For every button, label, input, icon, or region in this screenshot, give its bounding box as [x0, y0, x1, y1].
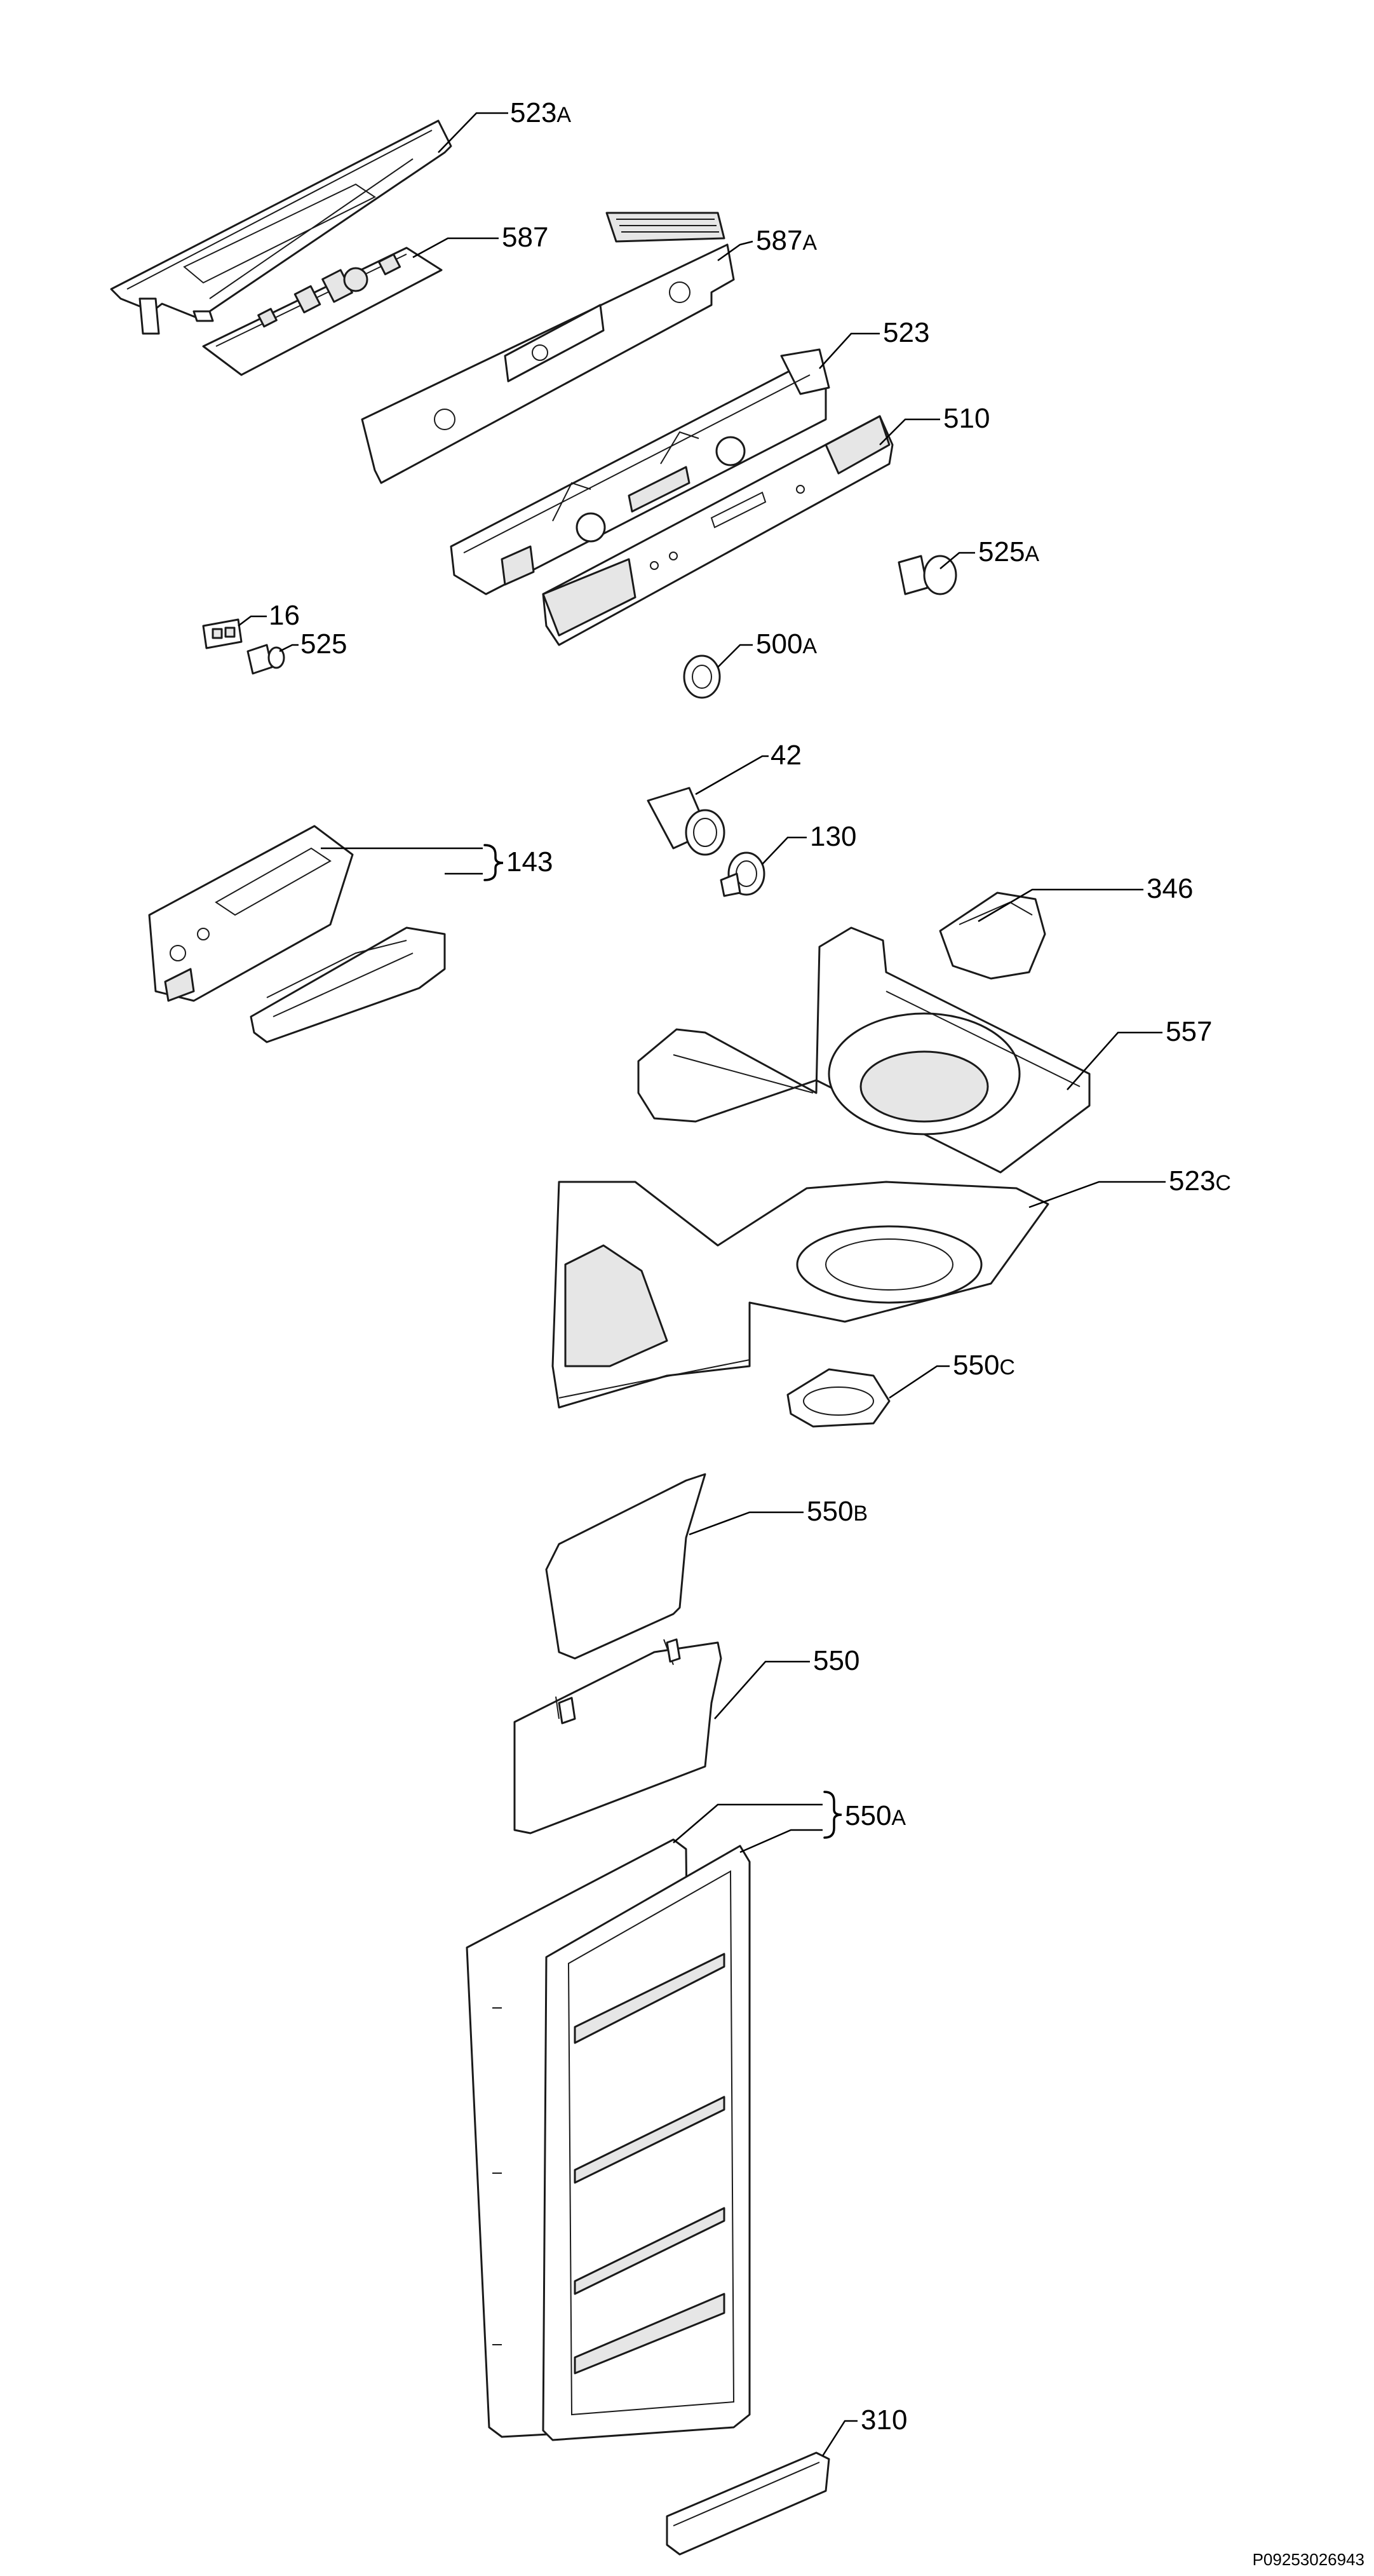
drawing-id: P09253026943 [1253, 2550, 1364, 2569]
part-550c-funnel [786, 1368, 891, 1428]
part-525a-lamp [898, 555, 957, 595]
callout-523c: 523C [1169, 1165, 1231, 1196]
part-42-socket [647, 787, 725, 856]
callout-550b: 550B [807, 1496, 868, 1527]
callout-550c: 550C [953, 1350, 1015, 1381]
callout-587a: 587A [756, 225, 817, 256]
part-587-pcb [202, 247, 443, 376]
part-550a-door-frames [466, 1838, 751, 2441]
callout-557: 557 [1166, 1016, 1212, 1047]
callout-500a: 500A [756, 628, 817, 660]
callout-346: 346 [1147, 873, 1193, 904]
leader-lines [238, 112, 1166, 2457]
callout-130: 130 [810, 821, 856, 852]
callout-310: 310 [861, 2404, 907, 2436]
part-587a-display-board [361, 212, 735, 484]
callout-523a: 523A [510, 97, 571, 128]
part-510-front-panel [542, 415, 894, 646]
part-143-housing [148, 825, 446, 1043]
callout-42: 42 [771, 740, 802, 771]
part-130-bulb-holder [720, 851, 765, 897]
callout-525: 525 [300, 628, 347, 660]
callout-523: 523 [883, 317, 929, 348]
part-346-cover [939, 891, 1046, 980]
part-523a-cover [110, 119, 452, 335]
part-557-dispenser-frame [637, 926, 1091, 1174]
callout-16: 16 [269, 600, 300, 631]
part-550-flap [513, 1638, 722, 1834]
brace-550a [823, 1791, 842, 1839]
callout-550a: 550A [845, 1800, 906, 1831]
part-550b-flap [545, 1473, 706, 1660]
part-523c-dispenser-housing [551, 1181, 1049, 1409]
part-525-small-lamp [246, 644, 285, 675]
callout-510: 510 [943, 403, 990, 434]
part-523-frame [450, 348, 830, 595]
part-310-drip-tray [666, 2451, 830, 2556]
part-16-switch [202, 618, 243, 649]
callout-525a: 525A [978, 536, 1039, 567]
part-500a-knob [683, 654, 721, 699]
callout-550: 550 [813, 1645, 859, 1676]
brace-143 [483, 844, 504, 881]
callout-143: 143 [506, 846, 553, 878]
callout-587: 587 [502, 222, 548, 253]
